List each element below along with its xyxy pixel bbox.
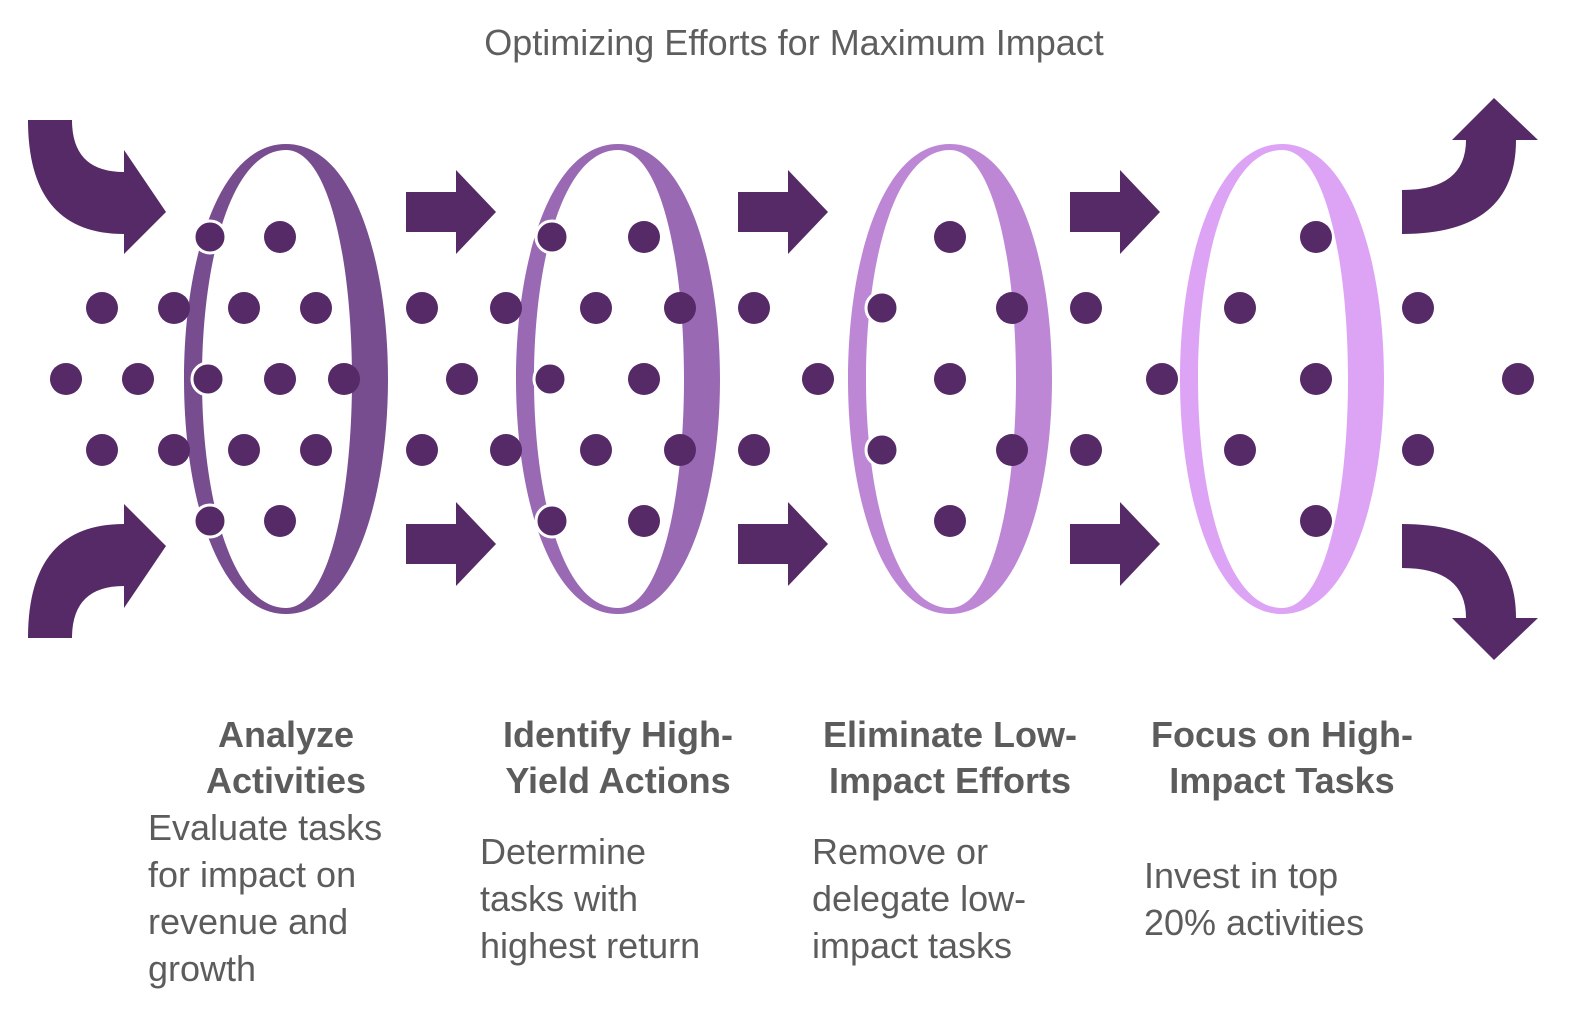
step-focus: Focus on High-Impact Tasks Invest in top…	[1132, 712, 1432, 946]
data-dot	[490, 434, 522, 466]
data-dot	[1300, 505, 1332, 537]
data-dot	[122, 363, 154, 395]
data-dot	[50, 363, 82, 395]
data-dot	[446, 363, 478, 395]
data-dot	[580, 434, 612, 466]
data-dot	[1070, 292, 1102, 324]
data-dot	[1224, 292, 1256, 324]
data-dot	[934, 505, 966, 537]
curved-output-arrow-top	[1402, 98, 1538, 234]
data-dot	[664, 434, 696, 466]
data-dot	[1402, 292, 1434, 324]
data-dot	[158, 434, 190, 466]
step-description: Determine tasks with highest return	[480, 831, 701, 966]
filtered-dot	[192, 219, 228, 255]
filter-ring-focus	[1180, 144, 1384, 614]
straight-arrow-bottom-2	[738, 502, 828, 586]
diagram-title: Optimizing Efforts for Maximum Impact	[484, 22, 1104, 63]
filtered-dot	[534, 503, 570, 539]
filtered-dot	[864, 290, 900, 326]
straight-arrow-bottom-3	[1070, 502, 1160, 586]
data-dot	[264, 221, 296, 253]
data-dot	[934, 363, 966, 395]
step-eliminate: Eliminate Low-Impact Efforts Remove or d…	[800, 712, 1100, 969]
data-dot	[1146, 363, 1178, 395]
data-dot	[1300, 363, 1332, 395]
data-dot	[580, 292, 612, 324]
step-title: Analyze Activities	[205, 714, 367, 801]
data-dot	[328, 363, 360, 395]
filtered-dot	[532, 361, 568, 397]
data-dot	[934, 221, 966, 253]
filtered-dot	[190, 361, 226, 397]
curved-input-arrow-top	[28, 120, 166, 254]
step-description: Evaluate tasks for impact on revenue and…	[148, 807, 383, 989]
filtered-dot	[534, 219, 570, 255]
data-dot	[1402, 434, 1434, 466]
data-dot	[628, 221, 660, 253]
data-dot	[158, 292, 190, 324]
data-dot	[1300, 221, 1332, 253]
data-dot	[996, 434, 1028, 466]
step-analyze: Analyze Activities Evaluate tasks for im…	[136, 712, 436, 992]
filtered-dot	[864, 432, 900, 468]
data-dot	[406, 292, 438, 324]
data-dot	[738, 434, 770, 466]
data-dot	[664, 292, 696, 324]
data-dot	[1070, 434, 1102, 466]
step-title: Eliminate Low-Impact Efforts	[822, 714, 1078, 801]
data-dot	[406, 434, 438, 466]
straight-arrow-top-2	[738, 170, 828, 254]
data-dot	[628, 505, 660, 537]
data-dot	[228, 434, 260, 466]
data-dot	[490, 292, 522, 324]
step-title: Identify High-Yield Actions	[503, 714, 733, 801]
data-dot	[86, 292, 118, 324]
data-dot	[300, 434, 332, 466]
data-dot	[802, 363, 834, 395]
data-dot	[264, 505, 296, 537]
step-title: Focus on High-Impact Tasks	[1151, 714, 1413, 801]
data-dot	[628, 363, 660, 395]
data-dot	[1224, 434, 1256, 466]
data-dot	[300, 292, 332, 324]
straight-arrow-bottom-1	[406, 502, 496, 586]
straight-arrow-top-1	[406, 170, 496, 254]
curved-output-arrow-bottom	[1402, 524, 1538, 660]
data-dot	[996, 292, 1028, 324]
step-description: Remove or delegate low-impact tasks	[812, 831, 1027, 966]
curved-input-arrow-bottom	[28, 504, 166, 638]
step-description: Invest in top 20% activities	[1144, 855, 1365, 943]
step-identify: Identify High-Yield Actions Determine ta…	[468, 712, 768, 969]
data-dot	[1502, 363, 1534, 395]
data-dot	[86, 434, 118, 466]
filtered-dot	[192, 503, 228, 539]
straight-arrow-top-3	[1070, 170, 1160, 254]
data-dot	[228, 292, 260, 324]
data-dot	[738, 292, 770, 324]
data-dot	[264, 363, 296, 395]
